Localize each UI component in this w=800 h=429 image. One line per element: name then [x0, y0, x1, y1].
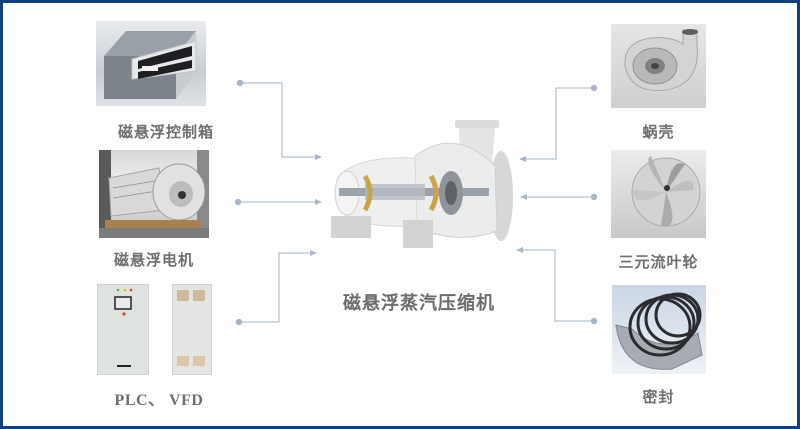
connector-control-box: [240, 82, 322, 160]
volute-casing-icon: [624, 29, 698, 91]
vfd-cabinet-icon: [177, 290, 205, 366]
seal-label: 密封: [642, 388, 675, 406]
connector-plc-vfd: [239, 250, 317, 323]
connector-volute: [519, 87, 594, 162]
control-box-label: 磁悬浮控制箱: [117, 123, 214, 141]
volute-image: [611, 24, 706, 108]
impeller-image: [611, 150, 706, 238]
volute-label: 蜗壳: [642, 123, 675, 141]
vfd-cabinet-image: [172, 284, 212, 375]
connector-lines: [234, 79, 598, 326]
seal-image: [612, 285, 706, 374]
seal-icon: [615, 292, 703, 370]
plc-cabinet-image: [97, 284, 149, 375]
plc-vfd-label: PLC、 VFD: [114, 392, 204, 409]
maglev-motor-icon: [99, 150, 209, 238]
ternary-flow-impeller-icon: [631, 156, 701, 227]
maglev-steam-compressor-icon: [331, 120, 513, 248]
control-box-icon: [104, 31, 197, 99]
compressor-label: 磁悬浮蒸汽压缩机: [343, 293, 495, 314]
compressor-image: [325, 116, 515, 251]
motor-image: [99, 150, 209, 238]
control-box-image: [96, 21, 206, 106]
impeller-label: 三元流叶轮: [618, 253, 699, 271]
motor-label: 磁悬浮电机: [113, 251, 194, 269]
connector-seal: [516, 247, 594, 322]
plc-cabinet-icon: [114, 288, 133, 367]
